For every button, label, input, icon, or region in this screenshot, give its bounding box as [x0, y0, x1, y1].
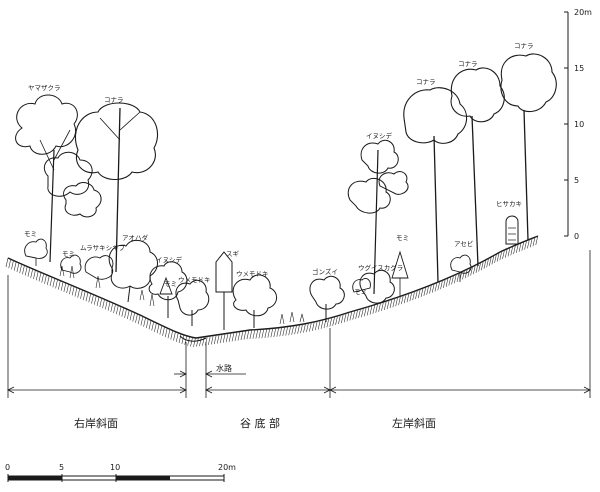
label-konara-2: コナラ	[416, 78, 436, 86]
label-inushide-2: イヌシデ	[366, 131, 393, 140]
ground-profile	[5, 235, 539, 347]
tree-yamazakura	[15, 94, 102, 263]
ground-surface-line	[7, 235, 539, 339]
hscale-tick-5: 5	[59, 463, 64, 472]
vscale-tick-15: 15	[574, 64, 584, 73]
label-momi-3: モミ	[164, 280, 177, 288]
hscale-tick-10: 10	[110, 463, 120, 472]
label-momi-5: モミ	[354, 288, 367, 296]
shrubs-left-bank	[352, 215, 519, 304]
label-momi-4: モミ	[396, 234, 409, 242]
hscale-tick-20: 20m	[218, 463, 236, 472]
ground-hatching	[5, 236, 539, 347]
shrubs-right-bank	[24, 238, 210, 326]
vscale-tick-10: 10	[574, 120, 584, 129]
label-aohada: アオハダ	[122, 233, 149, 242]
vscale-tick-5: 5	[574, 176, 579, 185]
water-channel	[179, 335, 207, 342]
label-murasakishikibu: ムラサキシキブ	[80, 243, 126, 252]
label-konara-1: コナラ	[104, 96, 124, 104]
vertical-scale: 20m 15 10 5 0	[564, 8, 592, 241]
zone-right-bank-label: 右岸斜面	[74, 416, 118, 430]
zone-valley-floor-label: 谷 底 部	[240, 416, 280, 430]
label-gonzui: ゴンズイ	[312, 267, 338, 276]
zone-left-bank-label: 左岸斜面	[392, 417, 436, 430]
label-sugi: スギ	[226, 250, 240, 258]
tree-konara-3	[450, 67, 505, 267]
label-inushide-1: イヌシデ	[156, 255, 183, 264]
zone-dimensions: 水路 右岸斜面 谷 底 部 左岸斜面	[7, 250, 591, 430]
vscale-tick-20: 20m	[574, 8, 592, 17]
trees	[15, 53, 557, 330]
tree-konara-4	[500, 53, 557, 241]
hscale-tick-0: 0	[5, 463, 10, 472]
tree-inushide-2	[347, 139, 409, 295]
vscale-tick-0: 0	[574, 232, 579, 241]
label-yamazakura: ヤマザクラ	[28, 84, 61, 92]
tree-konara-1	[74, 102, 158, 273]
label-umemodoki-2: ウメモドキ	[236, 270, 269, 278]
label-umemodoki-1: ウメモドキ	[178, 276, 211, 284]
label-hisakaki: ヒサカキ	[496, 200, 522, 208]
label-konara-3: コナラ	[458, 60, 478, 68]
valley-floor-vegetation	[215, 251, 345, 330]
label-uguisukagura: ウグイスカグラ	[358, 263, 403, 272]
label-konara-4: コナラ	[514, 42, 534, 50]
label-momi-2: モミ	[62, 250, 75, 258]
species-labels: ヤマザクラ コナラ モミ モミ ムラサキシキブ アオハダ イヌシデ モミ ウメモ…	[24, 42, 534, 296]
tree-konara-2	[403, 87, 468, 283]
horizontal-scale: 0 5 10 20m	[5, 463, 236, 482]
label-momi-1: モミ	[24, 230, 37, 238]
channel-label: 水路	[216, 363, 232, 373]
label-asebi: アセビ	[454, 239, 473, 248]
